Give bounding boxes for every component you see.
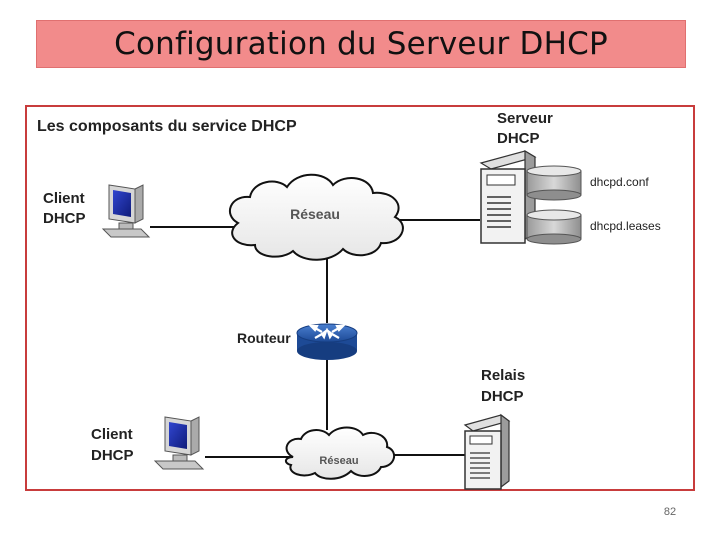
router-label: Routeur — [237, 330, 291, 346]
dhcpd-conf-database-icon — [526, 165, 582, 201]
dhcpd-leases-database-icon — [526, 209, 582, 245]
diagram-frame — [25, 105, 695, 491]
dhcp-components-diagram: Les composants du service DHCP Réseau Ré… — [37, 110, 661, 490]
diagram-heading: Les composants du service DHCP — [37, 118, 297, 135]
network-top-label: Réseau — [290, 206, 340, 222]
server-label-line2: DHCP — [497, 130, 540, 147]
relay-label-line2: DHCP — [481, 388, 524, 405]
dhcpd-leases-label: dhcpd.leases — [590, 219, 661, 233]
title-band: Configuration du Serveur DHCP — [36, 20, 686, 68]
network-bottom-label: Réseau — [319, 455, 358, 467]
relay-label-line1: Relais — [481, 367, 525, 384]
server-label-line1: Serveur — [497, 110, 553, 127]
slide-title: Configuration du Serveur DHCP — [114, 26, 608, 62]
client-top-label-line2: DHCP — [43, 210, 86, 227]
network-cloud-bottom: Réseau — [285, 426, 396, 480]
client-bottom-label-line1: Client — [91, 426, 133, 443]
network-links — [150, 219, 480, 458]
client-top-label-line1: Client — [43, 190, 85, 207]
page-number: 82 — [663, 506, 677, 518]
dhcpd-conf-label: dhcpd.conf — [590, 175, 649, 189]
client-top-computer-icon — [101, 184, 151, 238]
dhcp-relay-icon — [463, 413, 511, 490]
router-icon — [296, 323, 358, 360]
client-bottom-computer-icon — [153, 416, 205, 470]
client-bottom-label-line2: DHCP — [91, 447, 134, 464]
network-cloud-top: Réseau — [228, 173, 404, 261]
